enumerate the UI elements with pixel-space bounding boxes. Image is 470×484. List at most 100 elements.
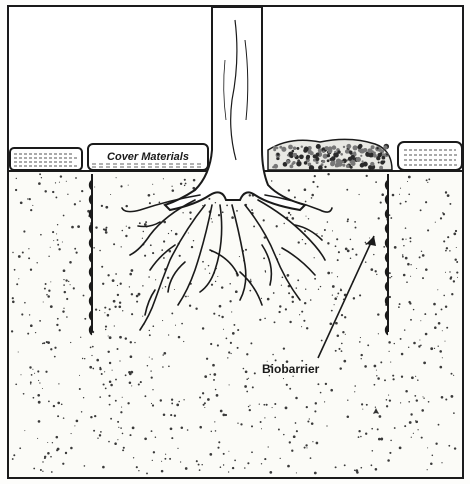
soil-speckle	[211, 218, 212, 219]
soil-speckle	[142, 316, 143, 317]
soil-speckle	[245, 249, 247, 251]
soil-speckle	[127, 402, 129, 404]
soil-speckle	[189, 211, 191, 213]
soil-speckle	[152, 404, 154, 406]
soil-speckle	[405, 201, 407, 203]
soil-speckle	[13, 454, 15, 456]
soil-speckle	[145, 221, 147, 223]
soil-speckle	[90, 416, 92, 418]
soil-speckle	[189, 305, 191, 307]
soil-speckle	[151, 403, 152, 404]
soil-speckle	[36, 262, 37, 263]
mulch-particle	[324, 166, 326, 168]
soil-speckle	[337, 335, 340, 338]
soil-speckle	[28, 257, 30, 259]
soil-speckle	[112, 370, 113, 371]
soil-speckle	[399, 194, 400, 195]
soil-speckle	[217, 276, 218, 277]
soil-speckle	[361, 467, 363, 469]
soil-speckle	[155, 436, 156, 437]
soil-speckle	[377, 313, 379, 315]
soil-speckle	[199, 469, 201, 471]
soil-speckle	[329, 322, 332, 325]
soil-speckle	[416, 399, 418, 401]
soil-speckle	[402, 254, 404, 256]
soil-speckle	[50, 247, 51, 248]
soil-speckle	[132, 427, 135, 430]
soil-speckle	[249, 409, 251, 411]
soil-speckle	[441, 462, 442, 463]
soil-speckle	[359, 194, 360, 195]
mulch-particle	[292, 161, 295, 164]
soil-speckle	[427, 229, 429, 231]
soil-speckle	[125, 374, 127, 376]
soil-speckle	[99, 368, 101, 370]
soil-speckle	[337, 276, 338, 277]
soil-speckle	[259, 403, 260, 404]
soil-speckle	[70, 342, 71, 343]
soil-speckle	[180, 183, 182, 185]
soil-speckle	[449, 271, 450, 272]
soil-speckle	[347, 400, 348, 401]
soil-speckle	[118, 427, 119, 428]
soil-speckle	[169, 458, 171, 460]
soil-speckle	[19, 447, 21, 449]
soil-speckle	[343, 360, 346, 363]
soil-speckle	[47, 295, 50, 298]
soil-speckle	[113, 243, 115, 245]
soil-speckle	[39, 173, 41, 175]
soil-speckle	[373, 254, 374, 255]
soil-speckle	[331, 272, 332, 273]
soil-speckle	[161, 249, 163, 251]
soil-speckle	[402, 256, 404, 258]
soil-speckle	[190, 218, 192, 220]
soil-speckle	[155, 279, 156, 280]
soil-speckle	[226, 338, 228, 340]
soil-speckle	[104, 312, 105, 313]
soil-speckle	[71, 433, 72, 434]
soil-speckle	[84, 465, 86, 467]
soil-speckle	[448, 445, 450, 447]
soil-speckle	[263, 257, 265, 259]
biobarrier-label: Biobarrier	[262, 362, 320, 376]
soil-speckle	[38, 182, 41, 185]
soil-speckle	[209, 273, 210, 274]
soil-speckle	[375, 468, 378, 471]
mulch-particle	[303, 148, 307, 152]
soil-speckle	[105, 388, 107, 390]
soil-speckle	[176, 404, 179, 407]
mulch-particle	[376, 147, 378, 149]
mulch-particle	[290, 165, 294, 169]
soil-speckle	[115, 379, 117, 381]
soil-speckle	[160, 399, 162, 401]
soil-speckle	[332, 294, 333, 295]
mulch-particle	[318, 148, 322, 152]
soil-speckle	[61, 403, 63, 405]
soil-speckle	[235, 290, 238, 293]
mulch-particle	[279, 146, 282, 149]
soil-speckle	[314, 175, 316, 177]
soil-speckle	[184, 179, 186, 181]
soil-speckle	[44, 288, 46, 290]
soil-speckle	[109, 381, 112, 384]
soil-speckle	[153, 193, 155, 195]
soil-speckle	[130, 341, 132, 343]
soil-speckle	[427, 469, 428, 470]
soil-speckle	[122, 433, 124, 435]
soil-speckle	[446, 247, 448, 249]
mulch-particle	[304, 161, 308, 165]
soil-speckle	[443, 213, 445, 215]
soil-speckle	[218, 441, 220, 443]
soil-speckle	[229, 384, 230, 385]
mulch-particle	[349, 151, 353, 155]
soil-speckle	[453, 412, 455, 414]
soil-speckle	[106, 227, 108, 229]
soil-speckle	[442, 357, 443, 358]
soil-speckle	[410, 276, 411, 277]
soil-speckle	[375, 181, 377, 183]
soil-speckle	[250, 342, 252, 344]
mulch-particle	[331, 160, 336, 165]
soil-speckle	[44, 456, 46, 458]
mulch-particle	[292, 150, 295, 153]
mulch-particle	[288, 145, 293, 150]
